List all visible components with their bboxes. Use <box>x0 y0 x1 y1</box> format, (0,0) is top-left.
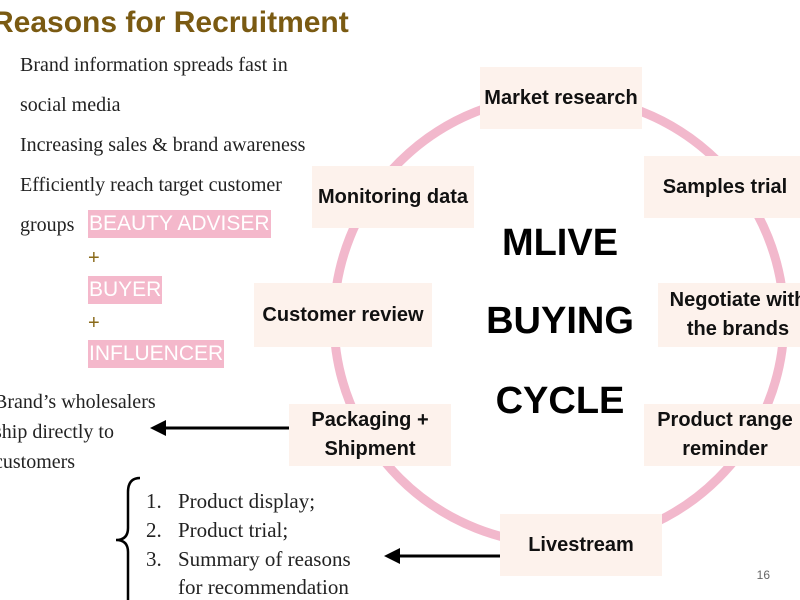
cycle-title-line-3: CYCLE <box>495 380 625 422</box>
packaging-note-line-3: customers <box>0 451 76 473</box>
reason-line-1: Brand information spreads fast in <box>20 54 288 76</box>
tag-beauty-adviser: BEAUTY ADVISER <box>88 210 271 238</box>
tag-buyer: BUYER <box>88 276 163 304</box>
list-item-1: Product display; <box>178 489 316 513</box>
page-number: 16 <box>756 568 770 582</box>
list-brace <box>115 476 141 600</box>
list-number-2: 2. <box>146 518 162 542</box>
list-number-3: 3. <box>146 547 162 571</box>
tag-influencer: INFLUENCER <box>88 340 225 368</box>
reason-line-4: Efficiently reach target customer <box>20 174 282 196</box>
plus-sign-2: + <box>88 312 100 334</box>
step-packaging-shipment: Packaging + Shipment <box>289 404 451 466</box>
step-product-range-reminder: Product range reminder <box>644 404 800 466</box>
packaging-note-line-1: Brand’s wholesalers <box>0 391 156 413</box>
list-item-2: Product trial; <box>178 518 289 542</box>
step-market-research: Market research <box>480 67 642 129</box>
packaging-arrowhead <box>150 420 166 436</box>
cycle-title-line-2: BUYING <box>486 300 634 342</box>
list-item-3: Summary of reasons <box>178 547 351 571</box>
step-customer-review: Customer review <box>254 283 432 347</box>
plus-sign-1: + <box>88 247 100 269</box>
reason-line-3: Increasing sales & brand awareness <box>20 134 306 156</box>
step-livestream: Livestream <box>500 514 662 576</box>
step-samples-trial: Samples trial <box>644 156 800 218</box>
packaging-note-line-2: ship directly to <box>0 421 114 443</box>
reason-line-2: social media <box>20 94 121 116</box>
list-item-3-continued: for recommendation <box>178 575 349 599</box>
step-negotiate-brands: Negotiate with the brands <box>658 283 800 347</box>
cycle-title-line-1: MLIVE <box>501 222 619 264</box>
list-number-1: 1. <box>146 489 162 513</box>
livestream-arrowhead <box>384 548 400 564</box>
step-monitoring-data: Monitoring data <box>312 166 474 228</box>
slide-title: Reasons for Recruitment <box>0 6 349 39</box>
reason-line-5: groups <box>20 214 75 236</box>
